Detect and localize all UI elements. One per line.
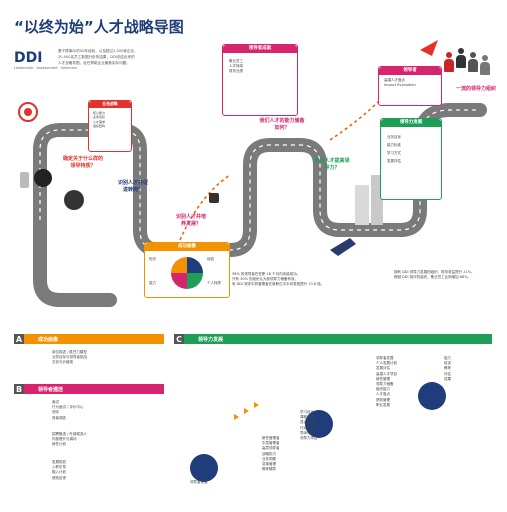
intro-text: 基于德事DI的50年经验，以及超过1,000家企业、 20,000名员工数据分析… bbox=[58, 48, 188, 66]
person-icon bbox=[480, 55, 490, 75]
box-title: 领导者成就 bbox=[223, 45, 297, 53]
section-b-list: 面试 行为面试 / 评价中心 测评 背景调查 bbox=[52, 400, 84, 420]
stats-list: 拥有 DDI 领导力发展的组织，财务收益提升 21%。 跨越 DDI 测评的组织… bbox=[394, 270, 475, 279]
stats-list: 38% 的领导者在任职 18 个月内未能成功。 只有 30% 的组织认为其领导力… bbox=[232, 272, 325, 286]
rocket-icon bbox=[420, 40, 438, 56]
page-title: “以终为始”人才战略导图 bbox=[14, 18, 184, 36]
business-strategy-box: 业务战略 核心能力 业务目标 人才需求 组织结构 bbox=[88, 100, 132, 152]
intro-line: 人才战略导图，旨在帮助企业聚焦实际问题。 bbox=[58, 61, 130, 65]
logo-tagline: Leadership · Assessment · Selection bbox=[14, 66, 78, 70]
question-bubble: 一流的领导力组织 bbox=[455, 86, 496, 92]
question-bubble: 培训人才提高领导力？ bbox=[314, 158, 350, 171]
person-icon bbox=[468, 52, 478, 72]
section-b-list: 招聘甄选 / 外部候选人 内部晋升与调动 继任计划 bbox=[52, 432, 87, 447]
trophy-icon bbox=[209, 193, 219, 203]
person-icon bbox=[456, 48, 466, 68]
phone-icon bbox=[20, 172, 29, 188]
question-bubble: 确定关于什么样的领导特质？ bbox=[62, 156, 103, 169]
section-b-list: 发展规划 入职引导 融入计划 绩效反馈 bbox=[52, 460, 66, 480]
section-c-caption: 领导者发展 bbox=[190, 480, 208, 484]
building-icon bbox=[355, 185, 369, 225]
section-c-col1: 新任管理者 中层管理者 高层领导者 战略执行 业务洞察 变革管理 教练辅导 bbox=[262, 436, 280, 472]
leader-icon bbox=[190, 454, 218, 482]
intro-line: 20,000名员工数据分析的结果，DDI总结出来的 bbox=[58, 55, 135, 59]
section-c-col4: 能力 培训 教练 评估 成果 bbox=[444, 356, 451, 381]
gear-icon bbox=[64, 190, 84, 210]
ddi-logo: DDI bbox=[14, 50, 43, 66]
section-letter: B bbox=[14, 384, 24, 394]
section-c-header: 领导力发展 bbox=[174, 334, 492, 344]
success-profile-panel: 成功画像 知识 经验 能力 个人特质 bbox=[144, 242, 230, 298]
section-a-header: 成功画像 bbox=[14, 334, 164, 344]
leader-achievement-box: 领导者成就 敬业员工 人才转岗 财务业绩 bbox=[222, 44, 298, 116]
target-icon bbox=[18, 102, 38, 122]
gear-icon bbox=[34, 169, 52, 187]
leader-icon bbox=[418, 382, 446, 410]
section-c-diagram bbox=[190, 382, 446, 482]
leadership-dev-box: 领导力发展 业务目标 能力标准 学习方式 发展评估 bbox=[380, 118, 442, 200]
leader-icon bbox=[305, 410, 333, 438]
question-bubble: 识别人才并促进转岗？ bbox=[118, 180, 149, 193]
section-c-col2: 学习设计 课程开发 混合式学习 行动学习 导师计划 领导力项目 bbox=[300, 410, 318, 441]
question-bubble: 识别人才并培养发展？ bbox=[176, 214, 207, 227]
quad-circle bbox=[171, 257, 203, 289]
section-a-list: 岗位描述 / 胜任力模型 业务目标与领导者挑战 文化与价值观 bbox=[52, 350, 87, 365]
section-b-header: 领导者遴选 bbox=[14, 384, 164, 394]
flying-person-icon bbox=[330, 238, 356, 256]
leader-box: 领导者 高潜人才盘点 Impact Evaluation bbox=[378, 66, 442, 106]
box-lines: 敬业员工 人才转岗 财务业绩 bbox=[229, 59, 243, 73]
intro-line: 基于德事DI的50年经验，以及超过1,000家企业、 bbox=[58, 49, 138, 53]
question-bubble: 我们人才的能力储备如何？ bbox=[259, 118, 305, 131]
road-map bbox=[18, 40, 487, 307]
section-c-col3: 领导者发展 个人发展计划 发展评估 高潜人才项目 继任管理 领导力储备 组织能力… bbox=[376, 356, 397, 407]
section-letter: C bbox=[174, 334, 184, 344]
person-icon bbox=[444, 52, 454, 72]
section-letter: A bbox=[14, 334, 24, 344]
